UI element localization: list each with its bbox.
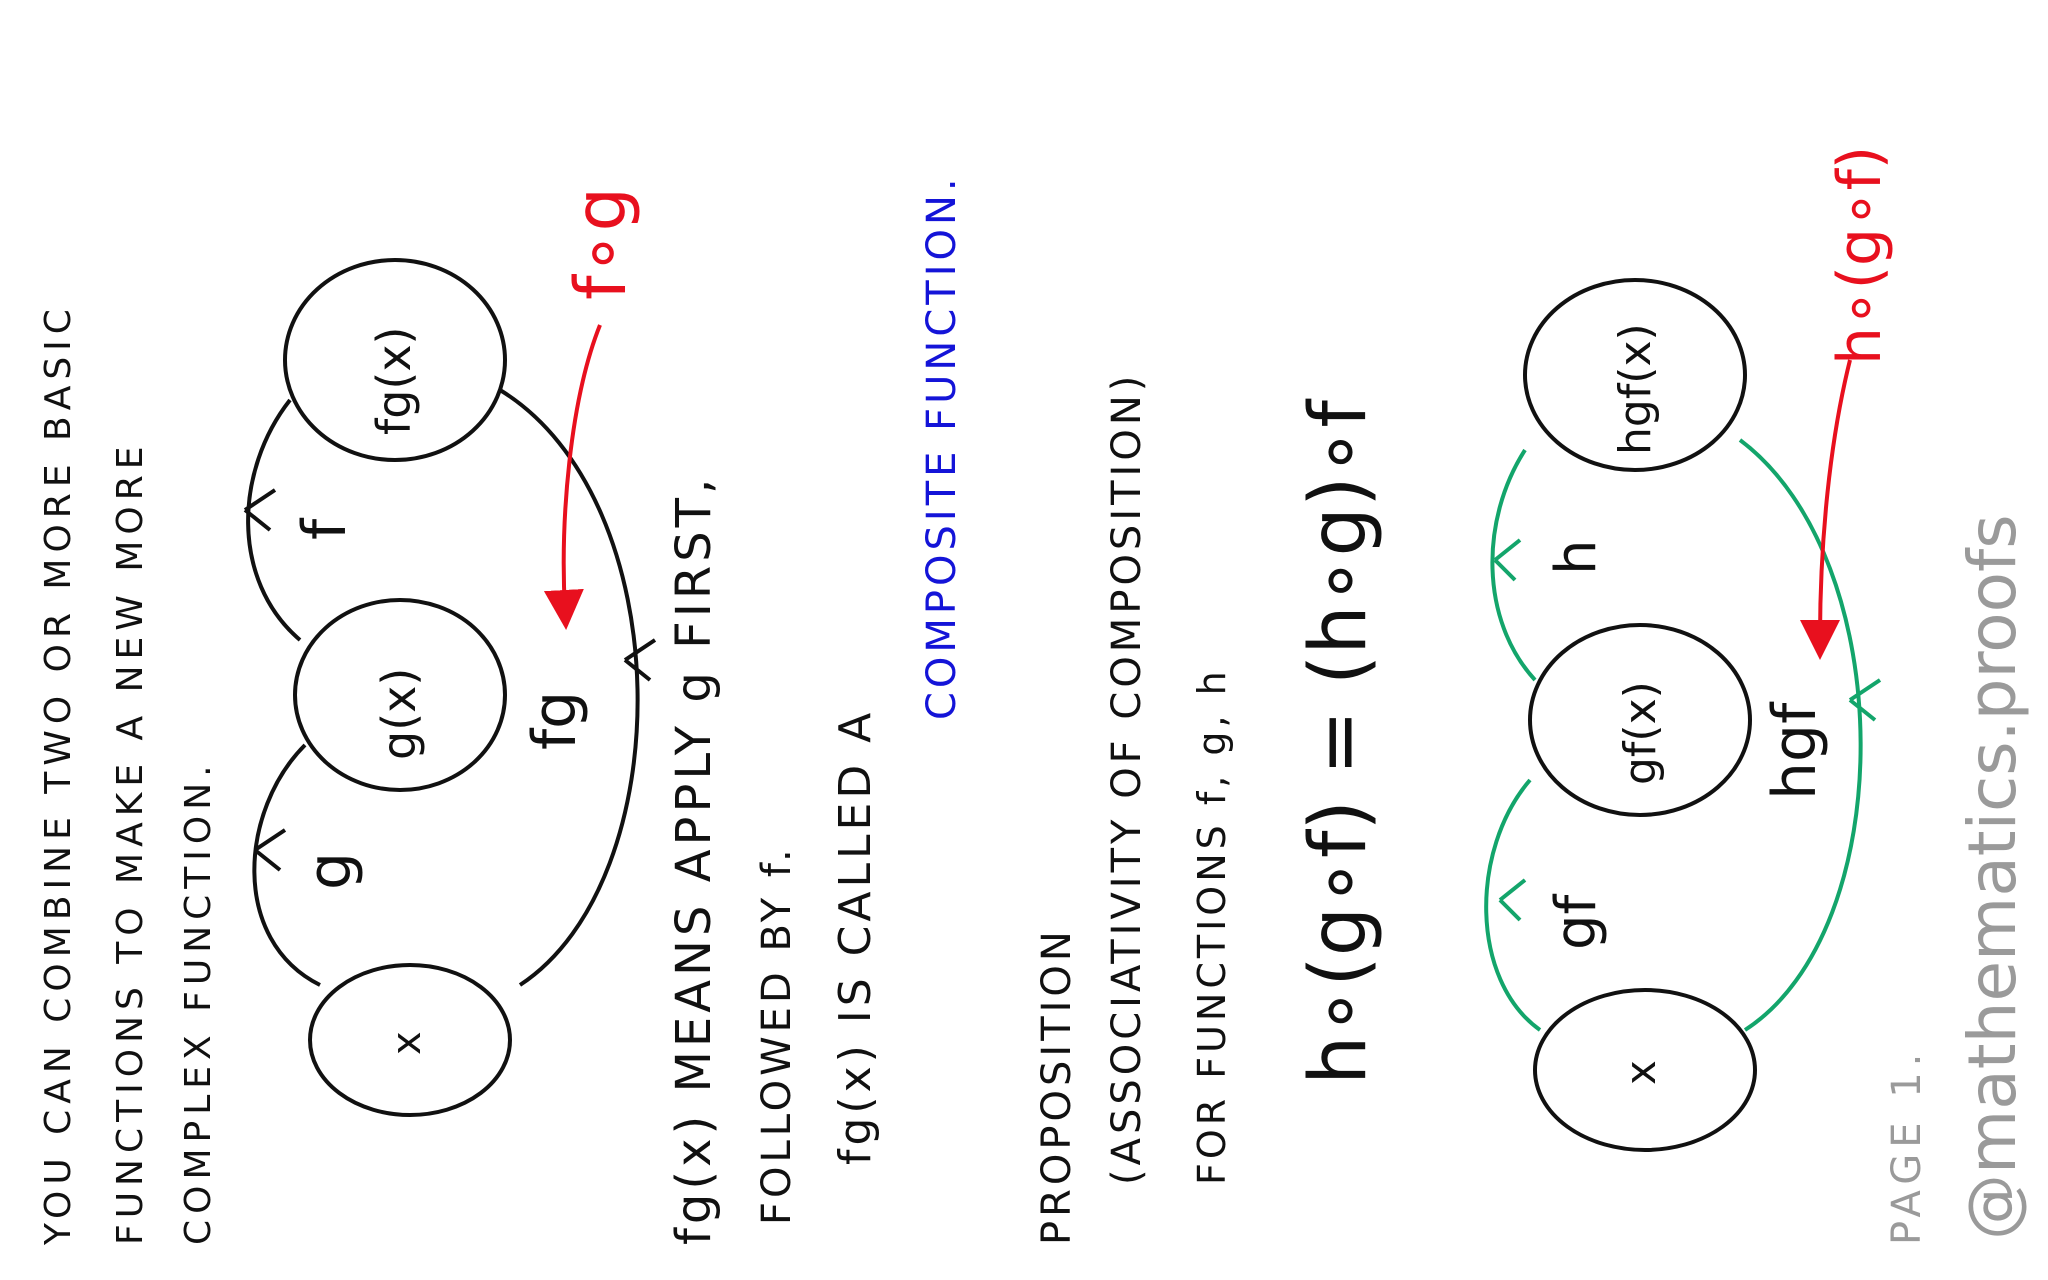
arc-gf [1484,778,1542,1032]
node-gfx-circle [1528,623,1752,817]
node-hgfx-circle [1523,278,1747,472]
proposition-title: PROPOSITION [1034,927,1080,1245]
intro-line-3: COMPLEX FUNCTION. [178,759,219,1245]
arc-g-arrowhead [253,828,287,872]
proposition-block: PROPOSITION (ASSOCIATIVITY OF COMPOSITIO… [1034,372,1234,1245]
arc-hgf-arrowhead [1848,678,1882,722]
diagram-2-labels: x gf(x) hgf(x) gf h hgf [1544,323,1830,1085]
node-hgfx-label: hgf(x) [1610,323,1661,455]
diagram-2-nodes [1523,278,1757,1152]
edge-g-label: g [295,852,365,890]
rotated-page: YOU CAN COMBINE TWO OR MORE BASIC FUNCTI… [38,146,2031,1246]
node-x2-circle [1533,988,1757,1152]
node-x-circle [308,963,512,1117]
explanation-line-1: fg(x) MEANS APPLY g FIRST, [666,475,722,1245]
arc-f [246,398,302,642]
diagram-1-labels: x g(x) fg(x) g f fg [290,326,590,1055]
composition-diagram-2 [1484,438,1882,1032]
edge-f-label: f [290,517,360,540]
node-x-label: x [384,1031,430,1055]
intro-text: YOU CAN COMBINE TWO OR MORE BASIC FUNCTI… [38,303,219,1246]
node-x2-label: x [1616,1060,1665,1085]
intro-line-2: FUNCTIONS TO MAKE A NEW MORE [110,441,151,1246]
edge-h-label: h [1544,540,1609,576]
node-fgx-circle [283,258,507,462]
intro-line-1: YOU CAN COMBINE TWO OR MORE BASIC [38,303,79,1246]
node-fgx-label: fg(x) [367,326,421,435]
edge-gf-label: gf [1544,893,1609,950]
composite-arrow-2 [1800,359,1852,660]
arc-hgf [1738,438,1863,1032]
arc-fg [498,388,640,987]
arc-fg-arrowhead [623,638,657,682]
edge-hgf-label: hgf [1760,701,1830,800]
node-gx-label: g(x) [372,668,426,760]
formula-group: h∘(g∘f) = (h∘g)∘f [1294,399,1384,1085]
composite-arrow-1 [543,324,602,630]
explanation-line-4: COMPOSITE FUNCTION. [919,174,965,720]
composite-label-1: f∘g [560,187,642,300]
proposition-for-line: FOR FUNCTIONS f, g, h [1190,667,1234,1185]
node-gfx-label: gf(x) [1615,681,1666,785]
composition-diagram-1 [243,258,657,1117]
proposition-subtitle: (ASSOCIATIVITY OF COMPOSITION) [1104,372,1150,1185]
associativity-formula: h∘(g∘f) = (h∘g)∘f [1294,399,1384,1085]
arc-h [1490,448,1537,682]
page-number: PAGE 1. [1884,1048,1930,1245]
composite-label-2: h∘(g∘f) [1825,146,1895,365]
explanation-line-3: fg(x) IS CALLED A [830,709,881,1165]
author-handle: @mathematics.proofs [1954,514,2031,1240]
arc-g [252,743,321,987]
edge-fg-label: fg [520,691,590,750]
arc-h-arrowhead [1493,538,1522,582]
arc-f-arrowhead [243,488,277,532]
explanation-line-2: FOLLOWED BY f. [754,845,800,1225]
footer: PAGE 1. @mathematics.proofs [1884,514,2031,1245]
arc-gf-arrowhead [1498,878,1527,922]
node-gx-circle [293,598,507,792]
explanation-text: fg(x) MEANS APPLY g FIRST, FOLLOWED BY f… [666,174,965,1245]
